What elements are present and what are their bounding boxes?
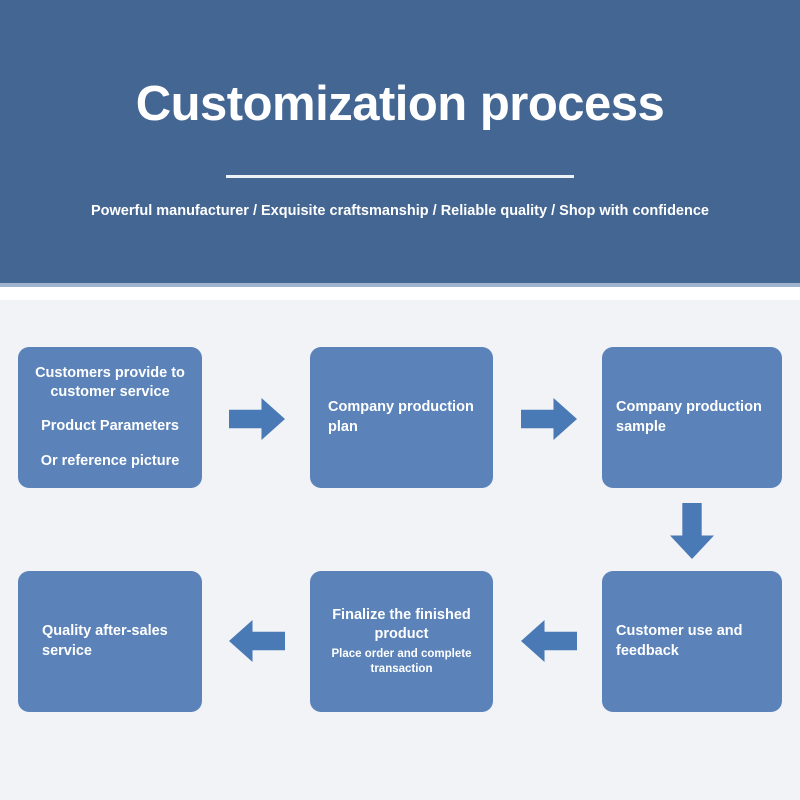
flow-step-line-2: Product Parameters — [41, 417, 179, 434]
flow-step-label: Finalize the finished product — [332, 607, 471, 643]
arrow-right-icon — [521, 398, 577, 440]
arrow-left-icon — [521, 620, 577, 662]
flow-step-label: Customer use and feedback — [616, 623, 743, 659]
flow-step-finalize: Finalize the finished product Place orde… — [310, 571, 493, 712]
flow-step-sublabel: Place order and complete transaction — [331, 648, 472, 676]
arrow-right-icon — [229, 398, 285, 440]
page-title: Customization process — [135, 77, 665, 131]
flow-step-label: Quality after-sales service — [42, 623, 168, 659]
flow-step-after-sales: Quality after-sales service — [18, 571, 202, 712]
flow-step-production-sample: Company production sample — [602, 347, 782, 488]
flow-step-label: Company production sample — [616, 399, 762, 435]
flow-step-production-plan: Company production plan — [310, 347, 493, 488]
title-divider — [226, 175, 574, 178]
arrow-down-icon — [670, 503, 714, 559]
header-banner: Customization process Powerful manufactu… — [0, 0, 800, 283]
header-subtitle: Powerful manufacturer / Exquisite crafts… — [91, 203, 709, 219]
flow-step-customer-input: Customers provide to customer service Pr… — [18, 347, 202, 488]
arrow-left-icon — [229, 620, 285, 662]
flow-step-label: Company production plan — [328, 399, 474, 435]
flow-step-customer-feedback: Customer use and feedback — [602, 571, 782, 712]
header-underbar — [0, 283, 800, 287]
flow-step-line-1: Customers provide to customer service — [35, 365, 185, 401]
header-white-strip — [0, 287, 800, 300]
flow-step-line-3: Or reference picture — [40, 452, 180, 469]
